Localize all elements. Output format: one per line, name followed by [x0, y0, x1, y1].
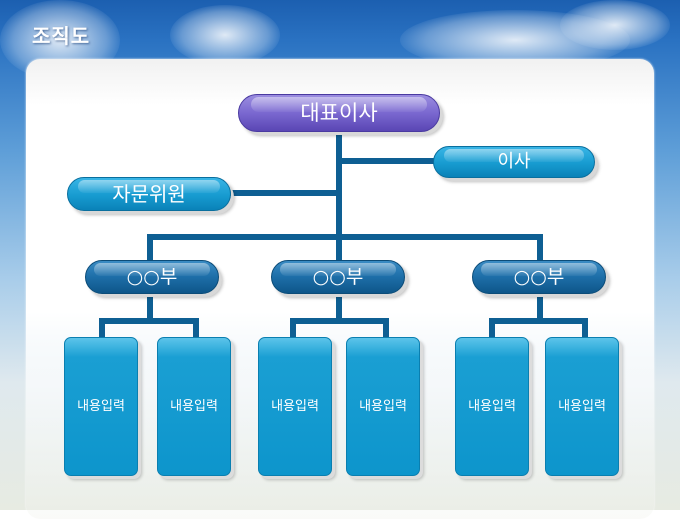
director-node[interactable]: 이사	[433, 146, 595, 178]
department-label: ○○부	[312, 266, 364, 288]
content-box-1-1[interactable]: 내용입력	[64, 337, 138, 476]
department-label: ○○부	[126, 266, 178, 288]
director-label: 이사	[497, 151, 531, 172]
slide-title: 조직도	[32, 24, 91, 48]
department-label: ○○부	[513, 266, 565, 288]
content-label: 내용입력	[77, 399, 125, 414]
content-box-2-1[interactable]: 내용입력	[258, 337, 332, 476]
content-label: 내용입력	[558, 399, 606, 414]
content-label: 내용입력	[468, 399, 516, 414]
advisor-label: 자문위원	[112, 182, 186, 206]
department-node-2[interactable]: ○○부	[271, 260, 405, 294]
department-node-1[interactable]: ○○부	[85, 260, 219, 294]
content-label: 내용입력	[359, 399, 407, 414]
content-box-3-1[interactable]: 내용입력	[455, 337, 529, 476]
department-node-3[interactable]: ○○부	[472, 260, 606, 294]
content-box-1-2[interactable]: 내용입력	[157, 337, 231, 476]
content-box-3-2[interactable]: 내용입력	[545, 337, 619, 476]
ceo-label: 대표이사	[300, 101, 378, 125]
advisor-node[interactable]: 자문위원	[67, 177, 231, 211]
ceo-node[interactable]: 대표이사	[238, 94, 440, 132]
cloud-decoration	[170, 5, 280, 65]
content-label: 내용입력	[271, 399, 319, 414]
content-label: 내용입력	[170, 399, 218, 414]
content-box-2-2[interactable]: 내용입력	[346, 337, 420, 476]
cloud-decoration	[560, 0, 670, 50]
